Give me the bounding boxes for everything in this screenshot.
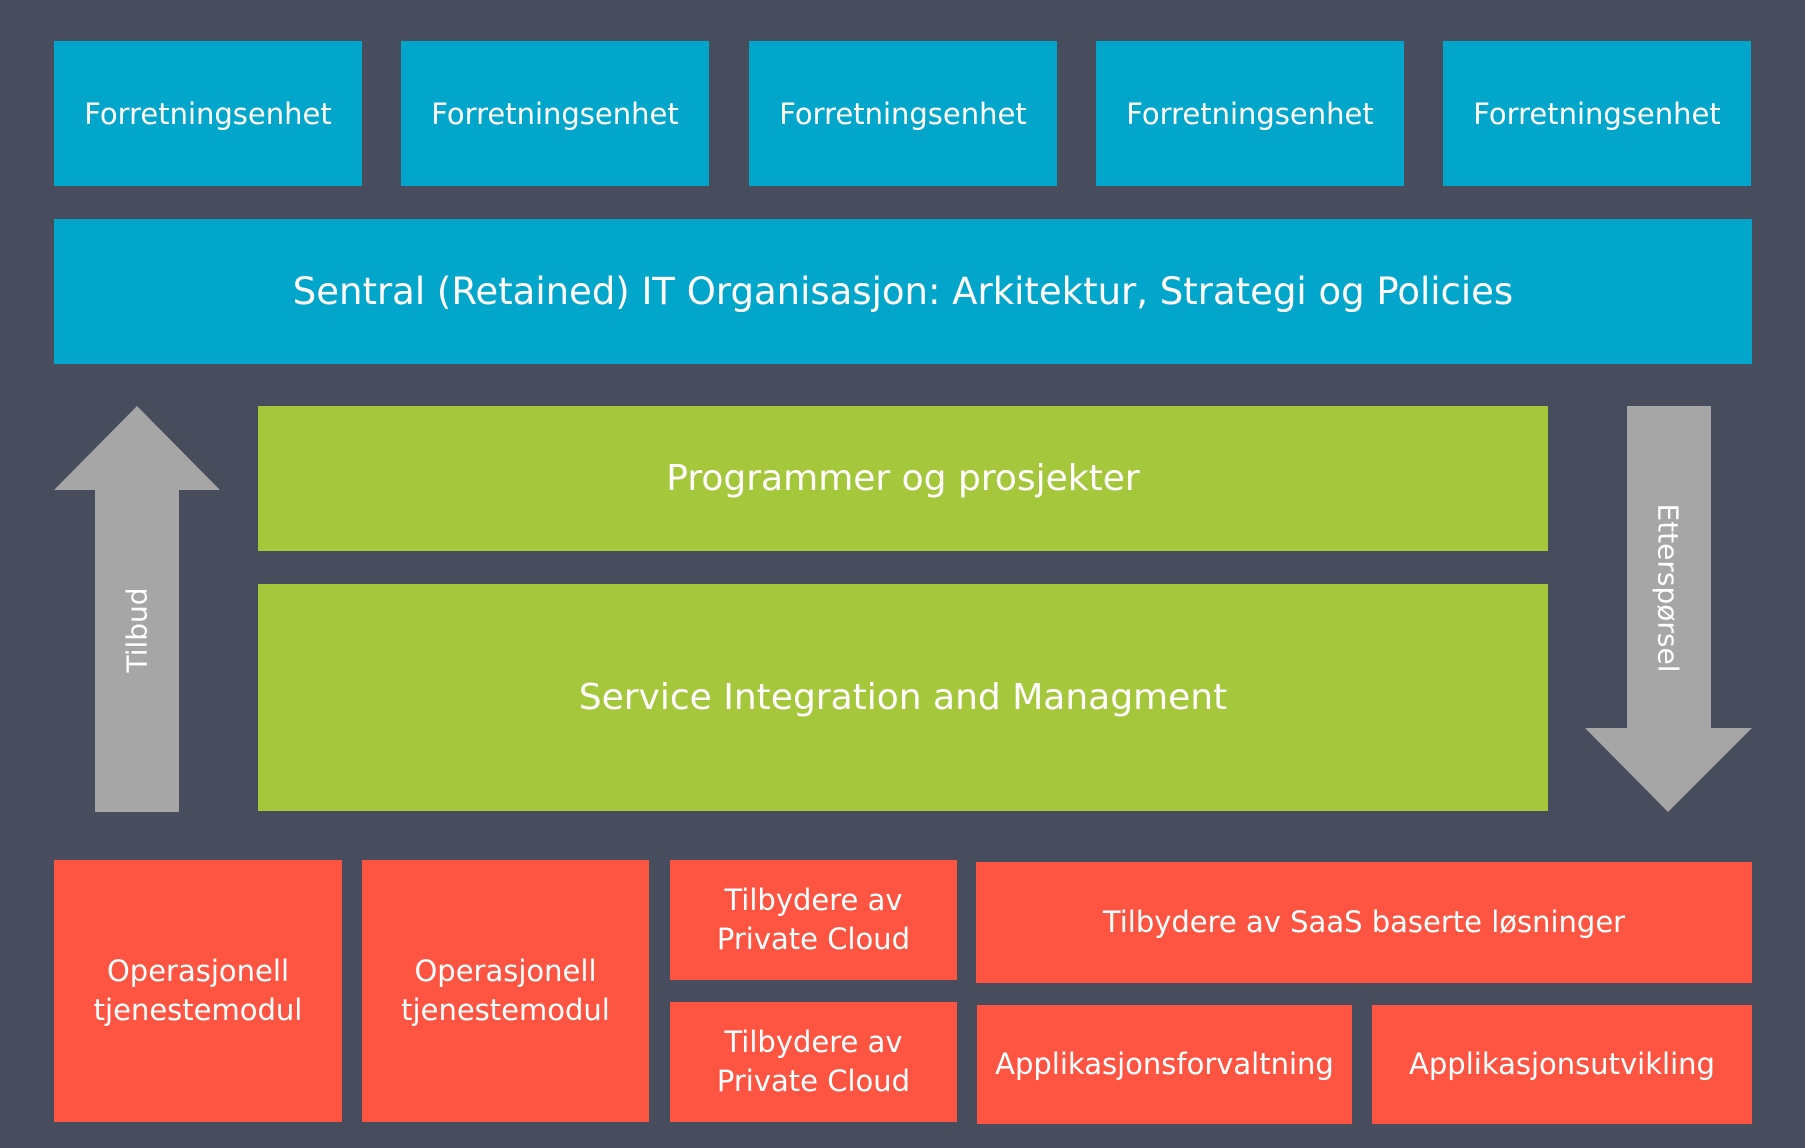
application-management: Applikasjonsforvaltning (977, 1005, 1352, 1124)
saas-providers: Tilbydere av SaaS baserte løsninger (976, 862, 1752, 983)
private-cloud-provider-2: Tilbydere av Private Cloud (670, 1002, 957, 1122)
business-unit-4: Forretningsenhet (1096, 41, 1404, 186)
provider-label: Applikasjonsforvaltning (995, 1047, 1334, 1081)
business-unit-label: Forretningsenhet (779, 96, 1027, 131)
up-arrow-icon (54, 406, 220, 812)
business-unit-label: Forretningsenhet (1126, 96, 1374, 131)
application-development: Applikasjonsutvikling (1372, 1005, 1752, 1124)
provider-label: Operasjonell tjenestemodul (401, 954, 610, 1027)
down-arrow-icon (1585, 406, 1752, 812)
business-unit-1: Forretningsenhet (54, 41, 362, 186)
business-unit-label: Forretningsenhet (84, 96, 332, 131)
demand-arrow-label: Etterspørsel (1651, 503, 1685, 673)
service-integration: Service Integration and Managment (258, 584, 1548, 811)
provider-label: Applikasjonsutvikling (1409, 1047, 1715, 1081)
central-it-label: Sentral (Retained) IT Organisasjon: Arki… (292, 270, 1514, 313)
programs-label: Programmer og prosjekter (666, 458, 1140, 499)
operational-service-module-2: Operasjonell tjenestemodul (362, 860, 649, 1122)
down-arrow-shape (1585, 406, 1752, 812)
business-unit-3: Forretningsenhet (749, 41, 1057, 186)
up-arrow-shape (54, 406, 220, 812)
business-unit-2: Forretningsenhet (401, 41, 709, 186)
supply-arrow-label: Tilbud (120, 587, 154, 673)
programs-projects: Programmer og prosjekter (258, 406, 1548, 551)
provider-label: Tilbydere av Private Cloud (716, 1025, 911, 1098)
business-unit-label: Forretningsenhet (1473, 96, 1721, 131)
provider-label: Tilbydere av Private Cloud (716, 883, 911, 956)
provider-label: Operasjonell tjenestemodul (93, 954, 303, 1027)
service-integration-label: Service Integration and Managment (578, 677, 1228, 718)
business-unit-label: Forretningsenhet (431, 96, 679, 131)
operational-service-module-1: Operasjonell tjenestemodul (54, 860, 342, 1122)
provider-label: Tilbydere av SaaS baserte løsninger (1102, 905, 1626, 939)
central-it-organisation: Sentral (Retained) IT Organisasjon: Arki… (54, 219, 1752, 364)
business-unit-5: Forretningsenhet (1443, 41, 1751, 186)
private-cloud-provider-1: Tilbydere av Private Cloud (670, 860, 957, 980)
